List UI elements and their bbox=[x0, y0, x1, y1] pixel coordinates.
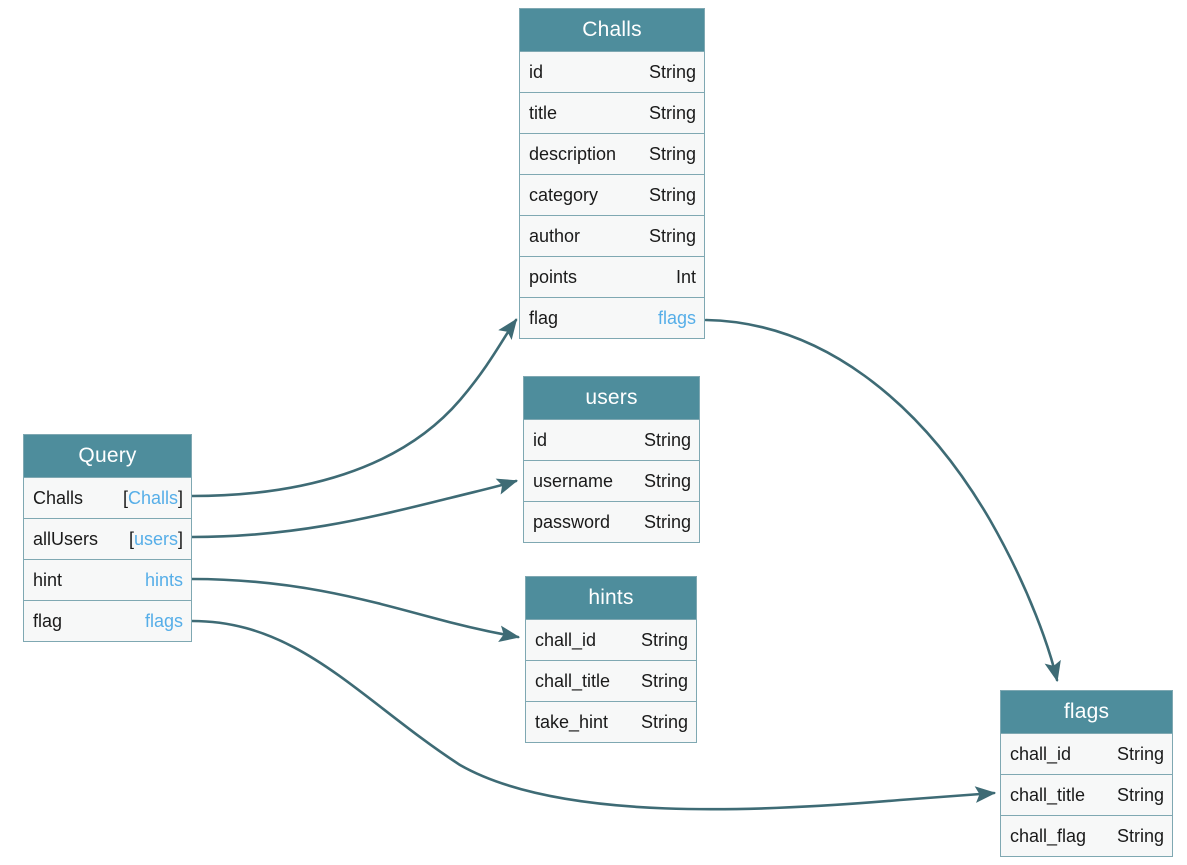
node-title-challs: Challs bbox=[520, 9, 704, 51]
field-name: password bbox=[533, 511, 611, 532]
field-name: take_hint bbox=[535, 711, 609, 732]
node-title-query: Query bbox=[24, 435, 191, 477]
field-name: chall_id bbox=[1010, 743, 1072, 764]
field-type[interactable]: hints bbox=[144, 569, 183, 590]
field-row[interactable]: chall_title String bbox=[1001, 774, 1172, 815]
field-row[interactable]: username String bbox=[524, 460, 699, 501]
field-name: author bbox=[529, 225, 581, 246]
node-title-users: users bbox=[524, 377, 699, 419]
field-row[interactable]: chall_title String bbox=[526, 660, 696, 701]
field-row[interactable]: chall_id String bbox=[1001, 733, 1172, 774]
field-row[interactable]: description String bbox=[520, 133, 704, 174]
field-row[interactable]: category String bbox=[520, 174, 704, 215]
field-name: id bbox=[533, 429, 548, 450]
field-name: title bbox=[529, 102, 558, 123]
field-name: chall_flag bbox=[1010, 825, 1087, 846]
field-name: Challs bbox=[33, 487, 84, 508]
edge-challs-flag-to-flags bbox=[704, 318, 1061, 683]
field-type: String bbox=[640, 711, 688, 732]
field-row[interactable]: password String bbox=[524, 501, 699, 542]
field-type: String bbox=[643, 470, 691, 491]
field-row[interactable]: id String bbox=[524, 419, 699, 460]
field-type: Int bbox=[675, 266, 696, 287]
field-name: chall_title bbox=[535, 670, 611, 691]
field-type: String bbox=[648, 102, 696, 123]
field-type: String bbox=[640, 670, 688, 691]
field-row[interactable]: author String bbox=[520, 215, 704, 256]
field-row[interactable]: chall_flag String bbox=[1001, 815, 1172, 856]
field-name: username bbox=[533, 470, 614, 491]
field-row[interactable]: flag flags bbox=[520, 297, 704, 338]
edge-query-Challs-to-challs bbox=[190, 318, 518, 498]
node-title-hints: hints bbox=[526, 577, 696, 619]
node-title-flags: flags bbox=[1001, 691, 1172, 733]
field-name: category bbox=[529, 184, 599, 205]
field-row[interactable]: chall_id String bbox=[526, 619, 696, 660]
edge-query-hint-to-hints bbox=[190, 577, 521, 642]
field-row[interactable]: id String bbox=[520, 51, 704, 92]
field-type: String bbox=[648, 184, 696, 205]
edge-query-allUsers-to-users bbox=[190, 478, 518, 539]
field-row[interactable]: points Int bbox=[520, 256, 704, 297]
field-name: description bbox=[529, 143, 617, 164]
field-row[interactable]: flag flags bbox=[24, 600, 191, 641]
field-row[interactable]: Challs [Challs] bbox=[24, 477, 191, 518]
field-name: chall_id bbox=[535, 629, 597, 650]
field-name: chall_title bbox=[1010, 784, 1086, 805]
field-list-query: Challs [Challs] allUsers [users] hint hints fl… bbox=[24, 477, 191, 641]
field-type: String bbox=[643, 429, 691, 450]
field-type: String bbox=[640, 629, 688, 650]
field-type: String bbox=[648, 143, 696, 164]
field-name: flag bbox=[529, 307, 559, 328]
field-name: id bbox=[529, 61, 544, 82]
field-row[interactable]: title String bbox=[520, 92, 704, 133]
field-type[interactable]: flags bbox=[144, 610, 183, 631]
field-type: String bbox=[643, 511, 691, 532]
field-type[interactable]: [Challs] bbox=[122, 487, 183, 508]
field-name: allUsers bbox=[33, 528, 99, 549]
field-row[interactable]: hint hints bbox=[24, 559, 191, 600]
field-row[interactable]: allUsers [users] bbox=[24, 518, 191, 559]
field-type: String bbox=[648, 61, 696, 82]
field-name: points bbox=[529, 266, 578, 287]
field-name: flag bbox=[33, 610, 63, 631]
field-type: String bbox=[1116, 743, 1164, 764]
field-name: hint bbox=[33, 569, 63, 590]
field-row[interactable]: take_hint String bbox=[526, 701, 696, 742]
field-type: String bbox=[648, 225, 696, 246]
field-type: String bbox=[1116, 825, 1164, 846]
field-type: String bbox=[1116, 784, 1164, 805]
field-type[interactable]: flags bbox=[657, 307, 696, 328]
field-type[interactable]: [users] bbox=[128, 528, 183, 549]
